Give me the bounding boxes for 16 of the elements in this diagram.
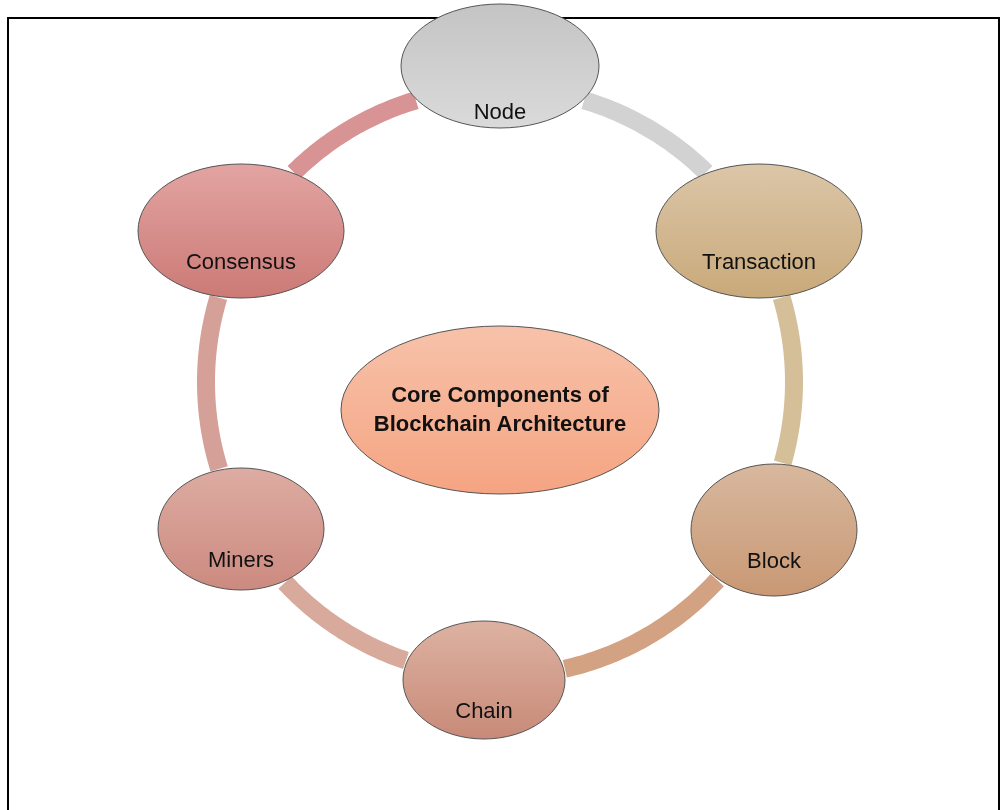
ellipse-node	[690, 463, 858, 597]
ring-connector	[560, 573, 724, 678]
node-label: Consensus	[185, 248, 297, 276]
ellipse-node	[157, 467, 325, 591]
node-label: Miners	[208, 546, 274, 574]
center-title: Core Components of Blockchain Architecture	[372, 381, 628, 438]
node-label: Transaction	[701, 248, 817, 276]
ellipse-node	[340, 325, 660, 495]
node-label: Node	[473, 98, 527, 126]
ellipse-node	[655, 163, 863, 299]
ellipse-node	[137, 163, 345, 299]
ring-connector	[278, 576, 412, 670]
node-label: Chain	[455, 697, 513, 725]
node-label: Block	[747, 547, 801, 575]
ellipse-node	[402, 620, 566, 740]
ellipse-node	[400, 3, 600, 129]
